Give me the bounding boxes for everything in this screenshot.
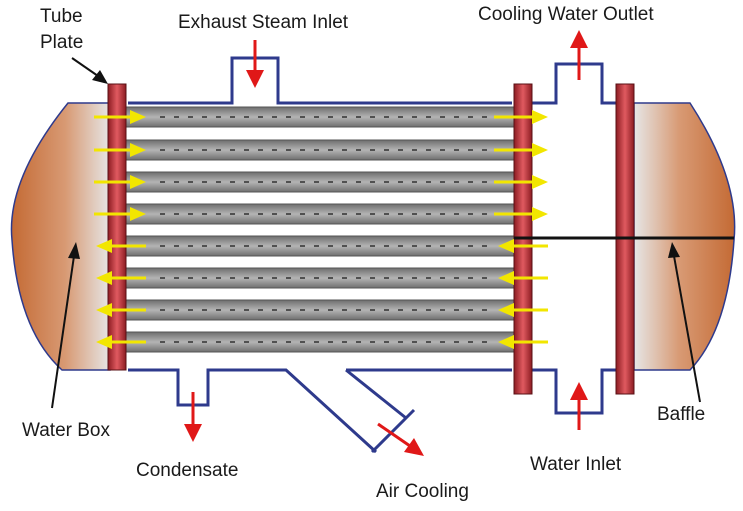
left-water-box: [10, 102, 111, 371]
tube: [125, 267, 519, 289]
exhaust-steam-inlet-label: Exhaust Steam Inlet: [178, 12, 349, 33]
water-inlet-label: Water Inlet: [530, 454, 622, 475]
steam-inlet-arrow: [246, 40, 264, 88]
condensate-label: Condensate: [136, 460, 238, 481]
cooling-water-outlet-label: Cooling Water Outlet: [478, 4, 654, 25]
air-cooling-arrow: [377, 422, 424, 456]
tube: [125, 106, 519, 128]
left-tube-plate: [107, 83, 127, 371]
condensate-arrow: [184, 392, 202, 442]
tube: [125, 171, 519, 193]
tube-bundle: [125, 106, 519, 353]
tube-plate-label-line2: Plate: [40, 32, 83, 53]
tube: [125, 235, 519, 257]
baffle-label: Baffle: [657, 404, 705, 425]
tube: [125, 139, 519, 161]
water-box-label: Water Box: [22, 420, 110, 441]
cooling-water-outlet-arrow: [570, 30, 588, 80]
lower-pass-flow-arrows: [96, 239, 548, 349]
tube: [125, 331, 519, 353]
water-inlet-arrow: [570, 382, 588, 430]
air-cooling-label: Air Cooling: [376, 481, 469, 502]
tube-plate-pointer: [71, 57, 108, 84]
tube: [125, 299, 519, 321]
baffle-pointer: [668, 242, 701, 403]
water-box-pointer: [51, 242, 80, 409]
tube-plate-label-line1: Tube: [40, 6, 83, 27]
upper-pass-flow-arrows: [94, 110, 548, 221]
tube: [125, 203, 519, 225]
